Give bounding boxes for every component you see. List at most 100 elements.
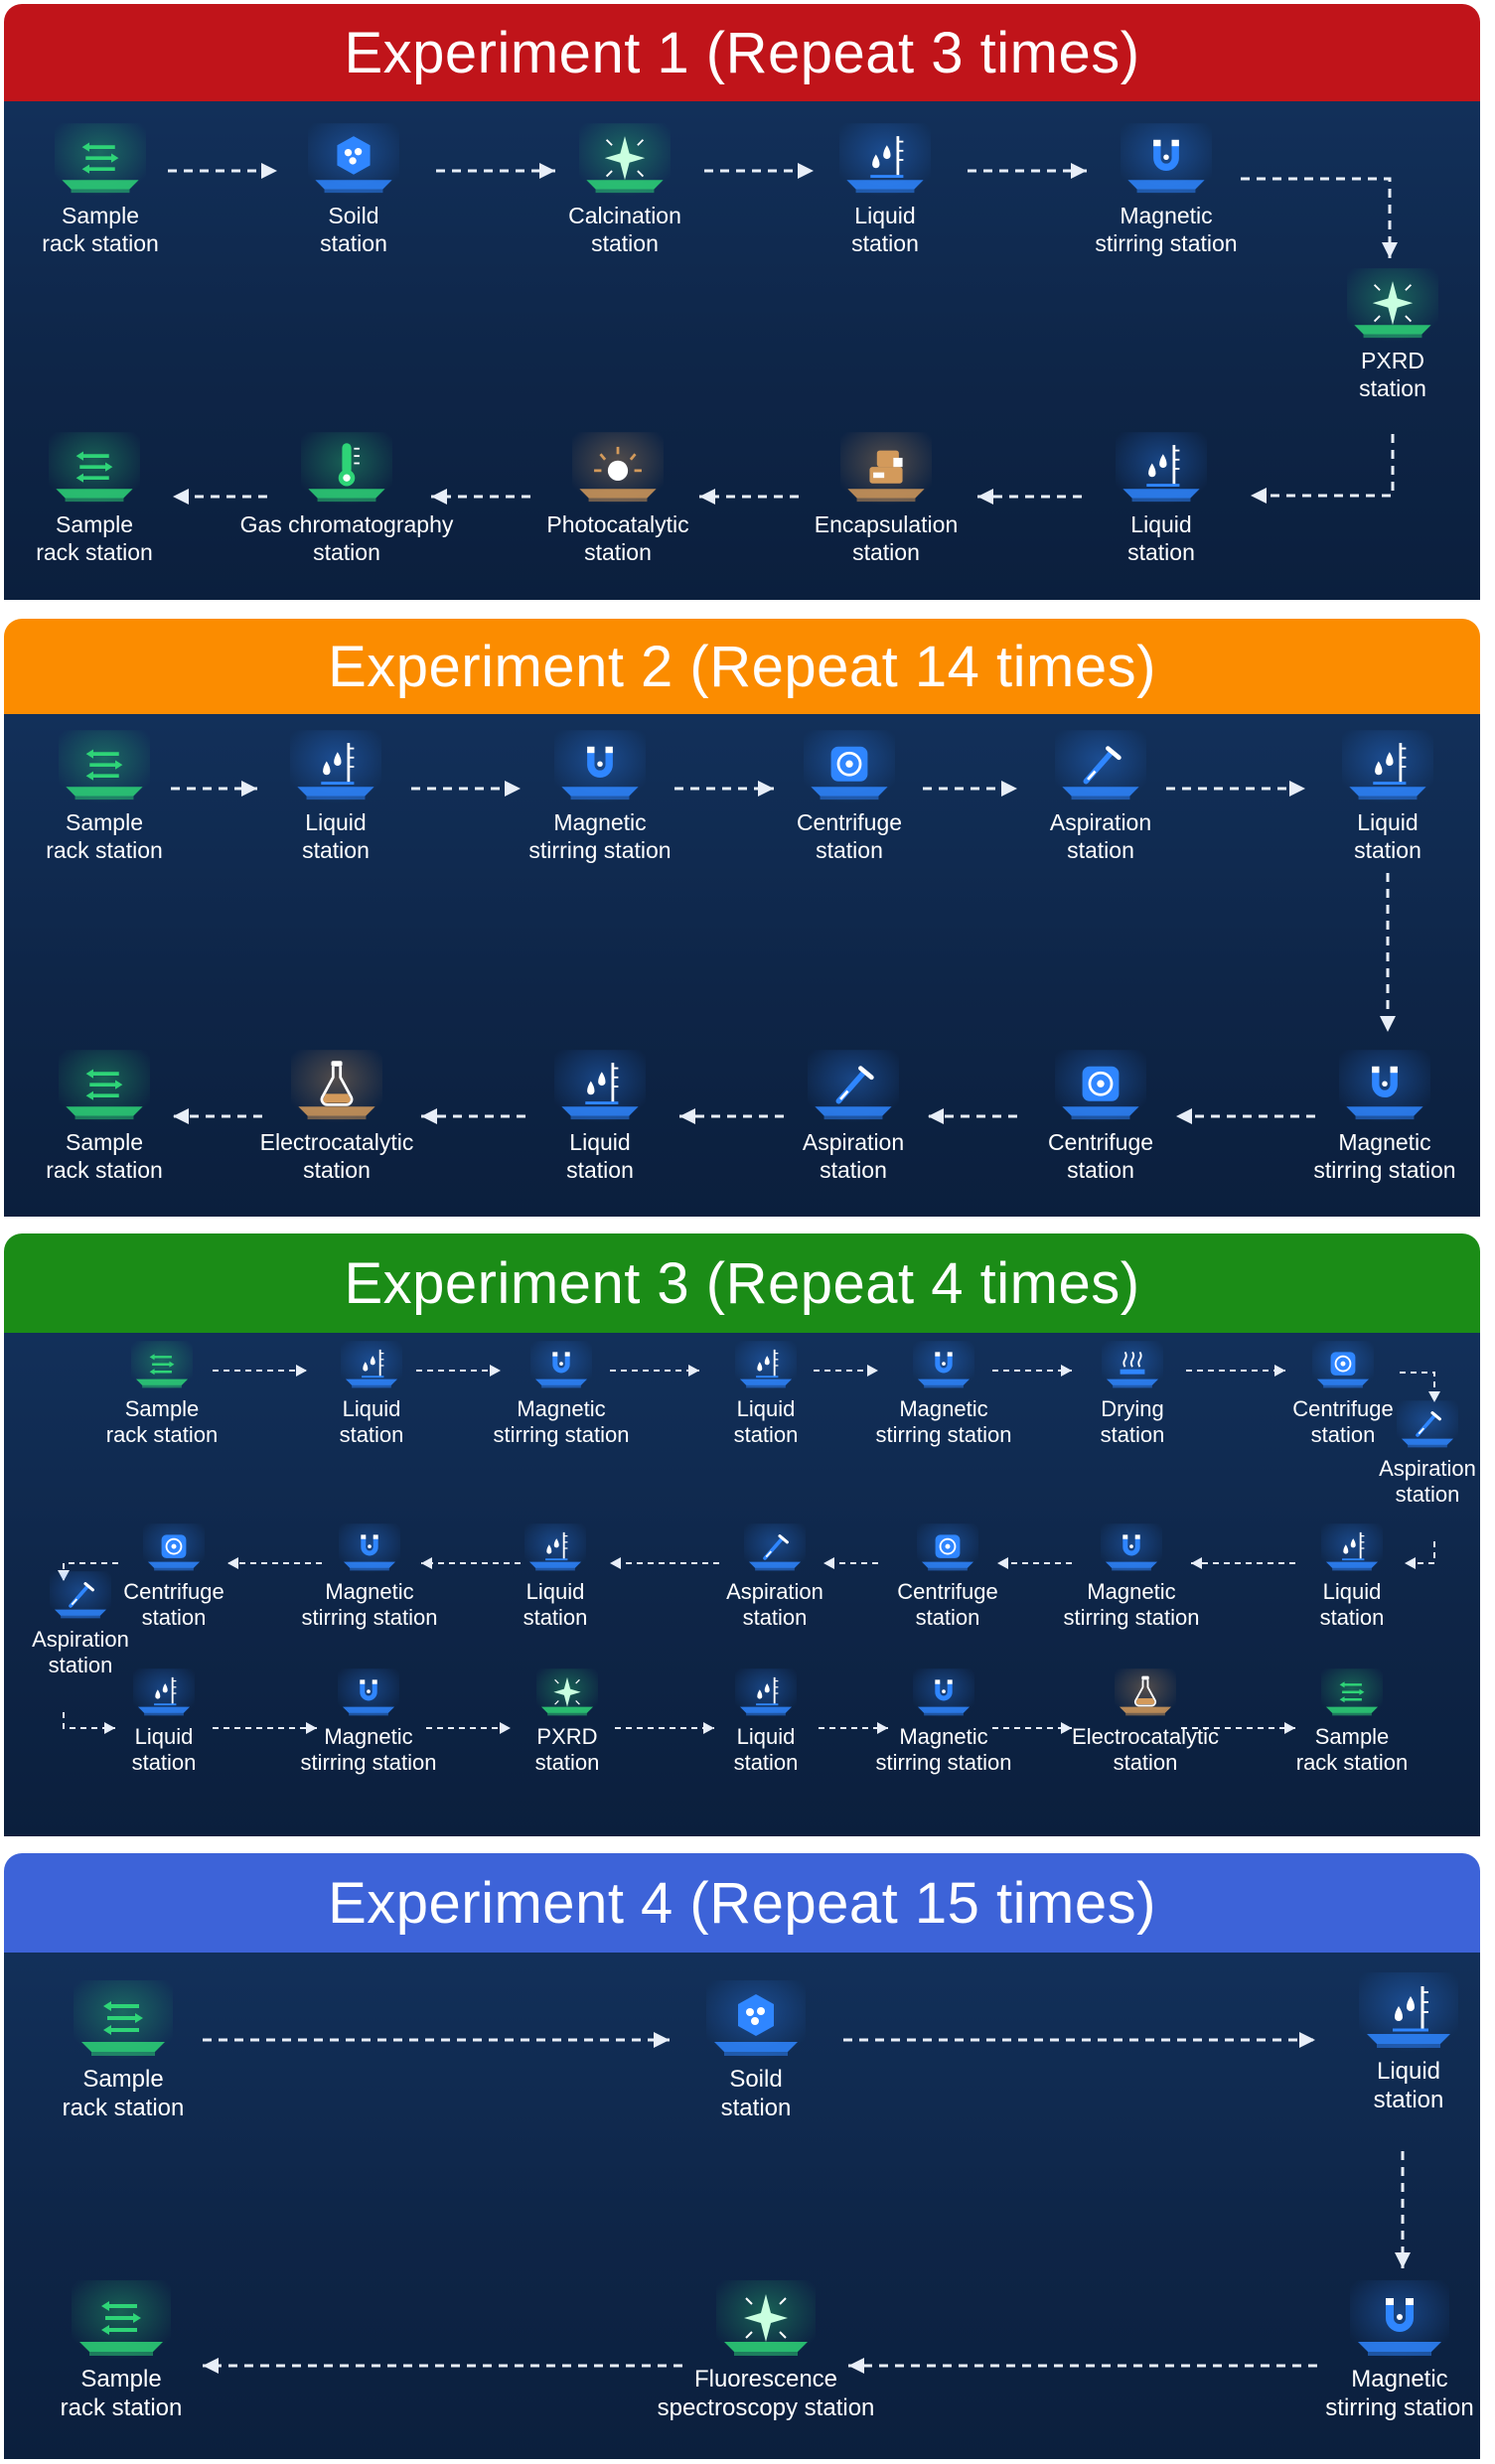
sparkle-icon <box>1347 268 1438 342</box>
station-label: Soild station <box>720 2066 792 2121</box>
liquid-icon <box>524 1523 586 1573</box>
station: Liquid station <box>617 1341 915 1449</box>
station-label: Liquid station <box>1373 2058 1444 2113</box>
station: Centrifuge station <box>700 730 998 864</box>
station-label: PXRD station <box>534 1724 600 1776</box>
station-label: Sample rack station <box>46 809 163 863</box>
liquid-icon <box>839 123 931 197</box>
station-label: Magnetic stirring station <box>528 809 672 863</box>
station: PXRD station <box>1244 268 1480 402</box>
station: Gas chromatography station <box>198 432 496 566</box>
station-label: Liquid station <box>1319 1579 1385 1631</box>
flow-arrowhead <box>1380 1016 1396 1032</box>
liquid-icon <box>1359 1972 1458 2052</box>
station: Liquid station <box>1260 1972 1480 2115</box>
station-label: Liquid station <box>339 1396 404 1448</box>
station: Sample rack station <box>4 1050 253 1184</box>
experiment-2-title: Experiment 2 (Repeat 14 times) <box>4 619 1480 714</box>
station: Sample rack station <box>4 730 253 864</box>
centrifuge-icon <box>917 1523 978 1573</box>
thermometer-icon <box>301 432 392 506</box>
station: Magnetic stirring station <box>412 1341 710 1449</box>
experiment-1-workflow: Sample rack station Soild station <box>4 101 1480 600</box>
station-label: Centrifuge station <box>123 1579 224 1631</box>
magnet-icon <box>1339 1050 1430 1123</box>
station: Liquid station <box>736 123 1034 257</box>
liquid-icon <box>341 1341 402 1390</box>
station-label: Liquid station <box>302 809 370 863</box>
station-label: Sample rack station <box>62 2066 185 2121</box>
station-label: Aspiration station <box>1379 1456 1476 1508</box>
station-label: Centrifuge station <box>796 809 903 863</box>
station: Liquid station <box>223 1341 521 1449</box>
liquid-icon <box>133 1668 195 1718</box>
pipette-icon <box>1397 1400 1458 1450</box>
centrifuge-icon <box>1055 1050 1146 1123</box>
station-label: Magnetic stirring station <box>300 1724 437 1776</box>
station: Liquid station <box>1012 432 1310 566</box>
station: Electrocatalytic station <box>996 1668 1294 1777</box>
station-label: Encapsulation station <box>814 511 959 565</box>
station: Centrifuge station <box>952 1050 1250 1184</box>
flask-icon <box>1115 1668 1176 1718</box>
sparkle-icon <box>536 1668 598 1718</box>
station-label: Electrocatalytic station <box>259 1129 414 1183</box>
station: Liquid station <box>1239 730 1480 864</box>
solid-icon <box>308 123 399 197</box>
station-label: Photocatalytic station <box>546 511 689 565</box>
station-label: Magnetic stirring station <box>1063 1579 1200 1631</box>
station: Aspiration station <box>626 1523 924 1632</box>
station: Aspiration station <box>952 730 1250 864</box>
station-label: Aspiration station <box>802 1129 905 1183</box>
station-label: Electrocatalytic station <box>1072 1724 1219 1776</box>
station-label: Liquid station <box>131 1724 197 1776</box>
station: Centrifuge station <box>1194 1341 1480 1449</box>
station: Calcination station <box>476 123 774 257</box>
station: Sample rack station <box>4 2280 270 2423</box>
magnet-icon <box>339 1523 400 1573</box>
experiment-3-title: Experiment 3 (Repeat 4 times) <box>4 1233 1480 1333</box>
liquid-icon <box>1321 1523 1383 1573</box>
station: Magnetic stirring station <box>221 1523 519 1632</box>
station: Liquid station <box>406 1523 704 1632</box>
station-label: Centrifuge station <box>1047 1129 1154 1183</box>
station: Centrifuge station <box>25 1523 323 1632</box>
station-label: Liquid station <box>851 203 919 256</box>
station-label: Aspiration station <box>726 1579 823 1631</box>
station-label: Gas chromatography station <box>239 511 454 565</box>
flow-arrowhead <box>1382 242 1398 258</box>
centrifuge-icon <box>1312 1341 1374 1390</box>
experiment-2-workflow: Sample rack station Liquid station <box>4 714 1480 1217</box>
magnet-icon <box>1101 1523 1162 1573</box>
station-label: Sample rack station <box>60 2366 183 2421</box>
station-label: Centrifuge station <box>1292 1396 1394 1448</box>
station-label: Magnetic stirring station <box>875 1396 1012 1448</box>
station: Electrocatalytic station <box>188 1050 486 1184</box>
pipette-icon <box>1055 730 1146 803</box>
station-label: Magnetic stirring station <box>875 1724 1012 1776</box>
liquid-icon <box>1116 432 1207 506</box>
rack-icon <box>55 123 146 197</box>
station-label: Magnetic stirring station <box>1095 203 1238 256</box>
station-label: Aspiration station <box>32 1627 129 1678</box>
pipette-icon <box>808 1050 899 1123</box>
station-label: Liquid station <box>1127 511 1195 565</box>
station: Drying station <box>983 1341 1281 1449</box>
station-label: Sample rack station <box>36 511 153 565</box>
station: Magnetic stirring station <box>1236 1050 1480 1184</box>
station: Magnetic stirring station <box>1017 123 1315 257</box>
experiment-1-title: Experiment 1 (Repeat 3 times) <box>4 4 1480 101</box>
station: Aspiration station <box>1278 1400 1480 1509</box>
station-label: Aspiration station <box>1049 809 1152 863</box>
liquid-icon <box>735 1341 797 1390</box>
station-label: Magnetic stirring station <box>301 1579 438 1631</box>
station: Liquid station <box>187 730 485 864</box>
liquid-icon <box>290 730 381 803</box>
station-label: Fluorescence spectroscopy station <box>657 2366 875 2421</box>
station-label: Sample rack station <box>42 203 159 256</box>
station: PXRD station <box>418 1668 716 1777</box>
station: Sample rack station <box>4 123 249 257</box>
station-label: Sample rack station <box>46 1129 163 1183</box>
station-label: PXRD station <box>1359 348 1426 401</box>
station-label: Liquid station <box>733 1724 799 1776</box>
